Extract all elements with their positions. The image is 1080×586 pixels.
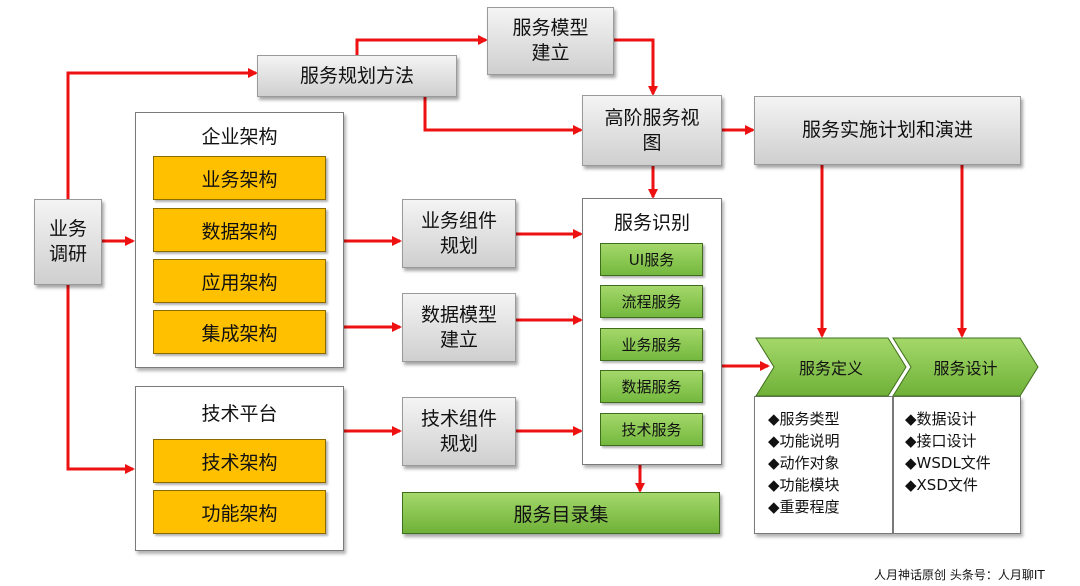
service-item-process: 流程服务: [600, 285, 703, 318]
tech-platform-title: 技术平台: [201, 403, 278, 425]
definition-item: ◆动作对象: [768, 454, 840, 472]
service-catalog: 服务目录集: [402, 492, 720, 534]
service-item-ui: UI服务: [600, 243, 703, 276]
definition-item: ◆服务类型: [768, 410, 840, 428]
node-service-model-building: 服务模型 建立: [487, 7, 614, 75]
enterprise-item-integration-architecture: 集成架构: [153, 310, 326, 354]
node-data-model-building: 数据模型 建立: [402, 293, 516, 362]
design-item: ◆WSDL文件: [905, 454, 991, 472]
definition-item: ◆功能说明: [768, 432, 840, 450]
node-high-level-service-view: 高阶服务视 图: [582, 95, 722, 166]
tech-platform-item-tech-architecture: 技术架构: [153, 439, 326, 483]
enterprise-architecture-title: 企业架构: [201, 126, 278, 148]
definition-item: ◆重要程度: [768, 498, 840, 516]
node-tech-component-planning: 技术组件 规划: [402, 397, 516, 466]
service-item-technical: 技术服务: [600, 413, 703, 446]
node-business-research: 业务 调研: [34, 199, 102, 285]
service-identification-title: 服务识别: [613, 212, 690, 234]
design-item: ◆数据设计: [905, 410, 977, 428]
enterprise-item-data-architecture: 数据架构: [153, 208, 326, 252]
arrow-planning-to-model: [355, 35, 488, 55]
service-design-list: ◆数据设计 ◆接口设计 ◆WSDL文件 ◆XSD文件: [905, 408, 991, 496]
service-design-title: 服务设计: [933, 359, 998, 378]
node-business-component-planning: 业务组件 规划: [402, 199, 516, 268]
service-definition-title: 服务定义: [798, 359, 863, 378]
design-item: ◆XSD文件: [905, 476, 978, 494]
tech-platform-item-function-architecture: 功能架构: [153, 490, 326, 534]
arrow-planning-to-view: [423, 97, 583, 135]
arrow-model-to-view: [614, 38, 658, 96]
node-service-implementation-plan: 服务实施计划和演进: [754, 96, 1021, 165]
enterprise-item-business-architecture: 业务架构: [153, 156, 326, 200]
service-definition-chevron: [755, 337, 907, 397]
node-service-planning-method: 服务规划方法: [257, 55, 457, 97]
design-item: ◆接口设计: [905, 432, 977, 450]
enterprise-item-application-architecture: 应用架构: [153, 259, 326, 303]
service-design-panel: [893, 396, 1021, 534]
service-item-data: 数据服务: [600, 370, 703, 403]
arrow-research-to-tech-platform: [66, 285, 135, 474]
service-definition-list: ◆服务类型 ◆功能说明 ◆动作对象 ◆功能模块 ◆重要程度: [768, 408, 840, 518]
definition-item: ◆功能模块: [768, 476, 840, 494]
service-design-chevron: [892, 337, 1039, 397]
arrow-research-to-planning: [66, 68, 258, 200]
service-item-business: 业务服务: [600, 328, 703, 361]
footer-credit: 人月神话原创 头条号：人月聊IT: [874, 568, 1045, 582]
